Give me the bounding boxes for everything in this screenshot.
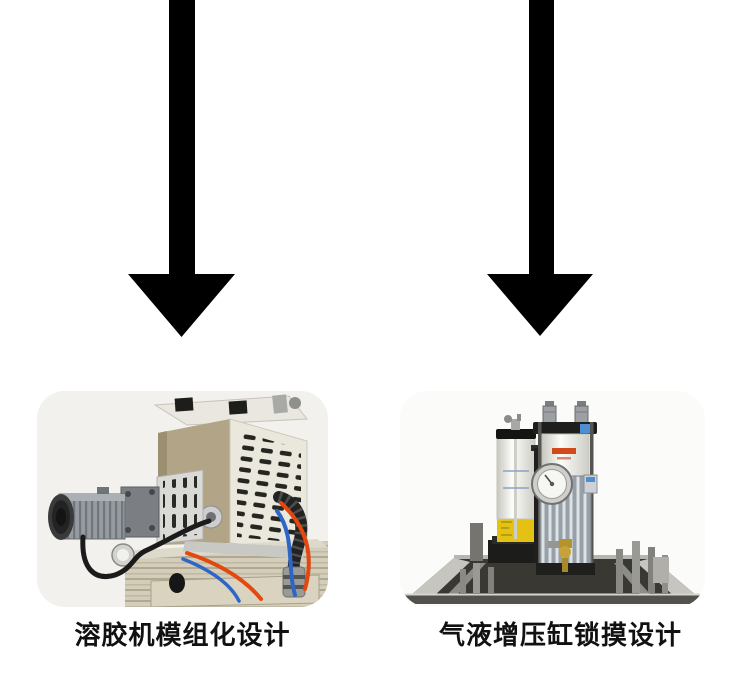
brand-label: [552, 448, 576, 454]
machine-tray: [405, 555, 700, 604]
slide-plate: [183, 541, 305, 559]
figure-caption-right: 气液增压缸锁摸设计: [438, 620, 682, 650]
booster-cylinder-photo: [400, 391, 705, 607]
reservoir-valve: [504, 414, 521, 430]
blue-tag: [580, 424, 592, 433]
pressure-gauge: [531, 463, 573, 505]
booster-cylinder-illustration: [400, 391, 705, 607]
sight-tube: [514, 439, 517, 539]
pneumatic-tubes: [181, 501, 311, 603]
glue-melter-photo: [37, 391, 328, 607]
angle-bracket: [653, 557, 669, 583]
oil-reservoir: [488, 414, 546, 563]
drain-valve: [548, 539, 572, 572]
sensor-label: [583, 474, 598, 494]
corrugated-hose: [273, 491, 308, 577]
gearbox: [120, 486, 160, 538]
tie-rod: [590, 422, 594, 569]
down-arrow-icon: [128, 0, 235, 337]
melter-vent-panel: [229, 418, 308, 552]
clamp-block: [174, 397, 194, 412]
tray-posts: [460, 541, 669, 593]
down-arrow-icon: [487, 0, 593, 336]
motor-cable: [80, 518, 212, 579]
spacer-tube: [470, 523, 483, 561]
figure-caption-left: 溶胶机模组化设计: [74, 620, 291, 650]
feed-fitting: [272, 394, 288, 414]
glue-melter-illustration: [37, 391, 328, 607]
drive-motor: [48, 487, 126, 540]
clamp-block: [228, 400, 248, 415]
machine-top-plate: [153, 394, 308, 426]
top-fittings: [542, 401, 589, 425]
cable-grommet: [169, 573, 185, 593]
booster-cylinder: [531, 401, 598, 575]
